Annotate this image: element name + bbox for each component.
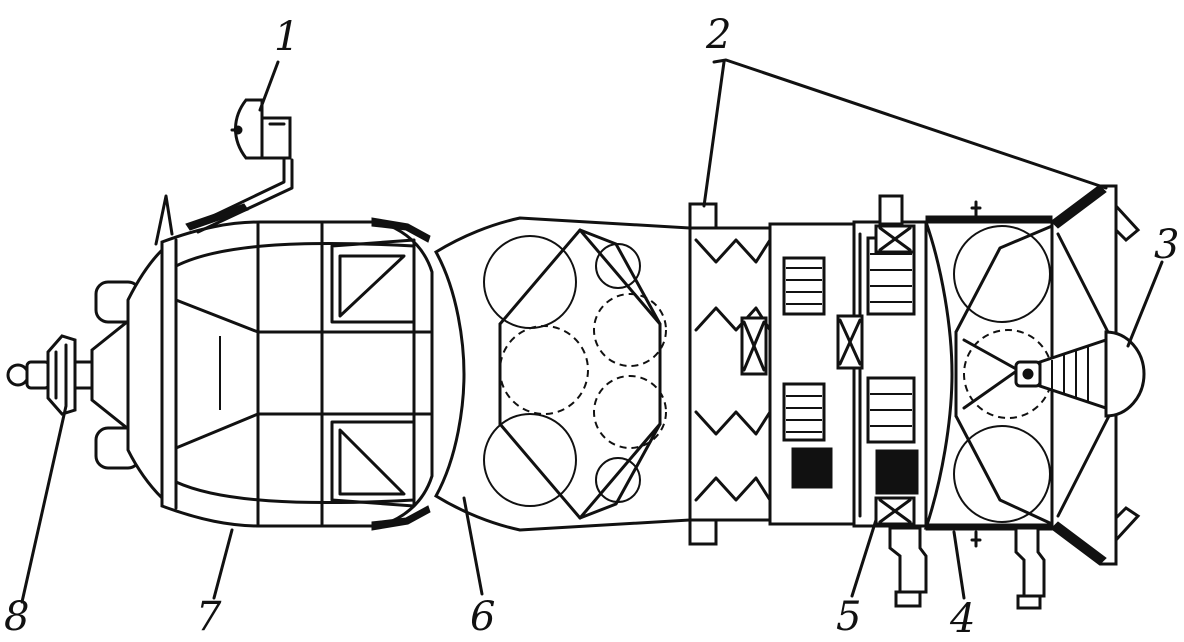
docking-probe xyxy=(6,334,94,416)
equipment-section xyxy=(688,194,928,608)
engine-nozzle xyxy=(1014,330,1146,418)
orbital-module xyxy=(90,194,434,531)
callout-label-4: 4 xyxy=(949,596,975,642)
callout-label-2: 2 xyxy=(705,12,731,58)
callout-label-7: 7 xyxy=(196,594,222,640)
antenna-dish xyxy=(190,98,294,234)
callout-labels: 1 2 3 4 5 6 7 8 xyxy=(4,12,1179,642)
callout-label-8: 8 xyxy=(4,594,29,640)
leader-lines xyxy=(20,58,1164,604)
propulsion-section xyxy=(923,200,1054,610)
callout-label-5: 5 xyxy=(836,594,861,640)
callout-label-6: 6 xyxy=(470,594,495,640)
callout-label-1: 1 xyxy=(274,14,299,60)
callout-label-3: 3 xyxy=(1154,222,1179,268)
descent-module xyxy=(433,216,692,532)
